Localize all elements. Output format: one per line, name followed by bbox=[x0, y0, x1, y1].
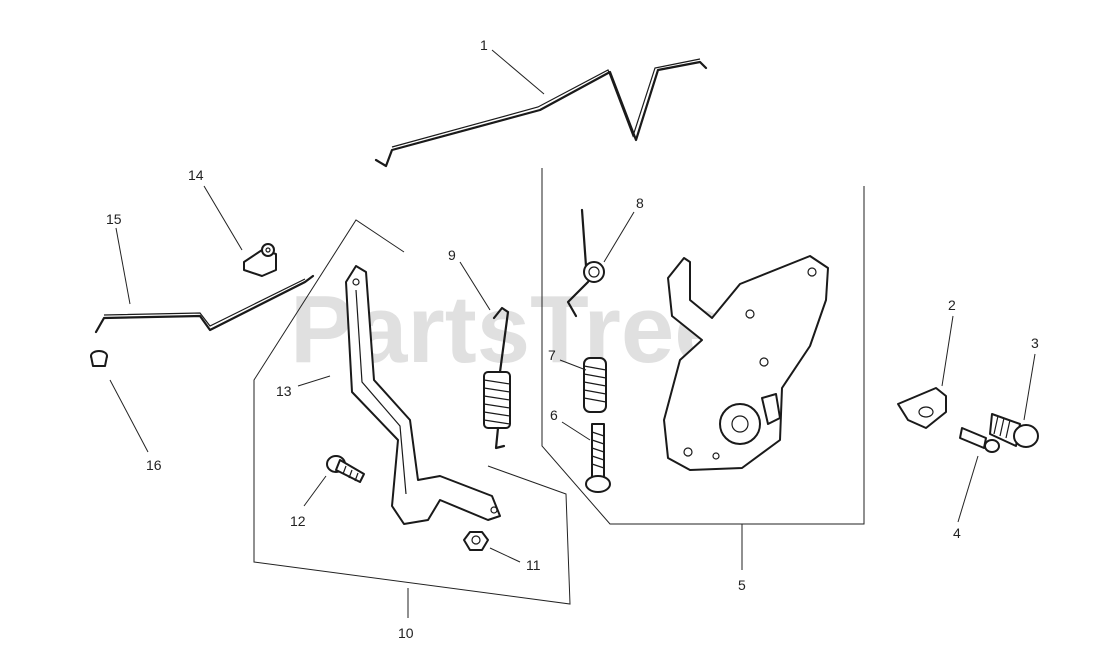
group-5-outline bbox=[541, 168, 865, 525]
callout-8[interactable]: 8 bbox=[636, 195, 644, 211]
callout-3[interactable]: 3 bbox=[1031, 335, 1039, 351]
callout-6[interactable]: 6 bbox=[550, 407, 558, 423]
callout-15[interactable]: 15 bbox=[106, 211, 122, 227]
part-8-torsion-spring[interactable] bbox=[566, 208, 605, 318]
callout-11[interactable]: 11 bbox=[526, 557, 541, 573]
leader-lines bbox=[109, 49, 1036, 618]
callout-4[interactable]: 4 bbox=[953, 525, 961, 541]
part-11-nut[interactable] bbox=[463, 531, 489, 551]
callout-10[interactable]: 10 bbox=[398, 625, 414, 641]
part-9-extension-spring[interactable] bbox=[483, 306, 511, 450]
callout-2[interactable]: 2 bbox=[948, 297, 956, 313]
callout-1[interactable]: 1 bbox=[480, 37, 488, 53]
callout-14[interactable]: 14 bbox=[188, 167, 204, 183]
part-15-link-rod[interactable] bbox=[94, 274, 315, 334]
part-1-governor-rod[interactable] bbox=[374, 58, 708, 168]
part-5-control-plate[interactable] bbox=[663, 255, 829, 471]
callout-9[interactable]: 9 bbox=[448, 247, 456, 263]
part-16-grommet[interactable] bbox=[90, 350, 108, 367]
part-13-control-lever[interactable] bbox=[345, 265, 501, 525]
callout-12[interactable]: 12 bbox=[290, 513, 306, 529]
part-3-bolt[interactable] bbox=[989, 413, 1039, 448]
part-12-shoulder-bolt[interactable] bbox=[326, 455, 365, 483]
callout-7[interactable]: 7 bbox=[548, 347, 556, 363]
group-10-outline bbox=[253, 219, 571, 605]
part-4-pin[interactable] bbox=[959, 427, 1000, 453]
callout-16[interactable]: 16 bbox=[146, 457, 162, 473]
callout-13[interactable]: 13 bbox=[276, 383, 292, 399]
part-14-clip[interactable] bbox=[243, 243, 277, 277]
part-7-compression-spring[interactable] bbox=[583, 357, 607, 413]
part-2-clip[interactable] bbox=[897, 387, 947, 429]
part-6-screw[interactable] bbox=[585, 423, 611, 493]
callout-labels: 1 2 3 4 5 6 7 8 9 10 11 12 13 14 15 16 bbox=[106, 37, 1039, 641]
callout-5[interactable]: 5 bbox=[738, 577, 746, 593]
